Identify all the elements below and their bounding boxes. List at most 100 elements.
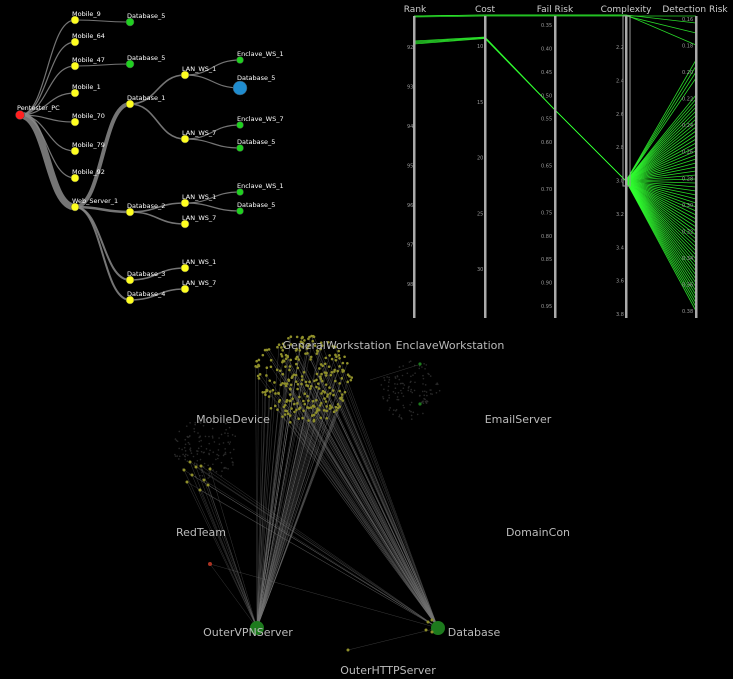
workstation-node[interactable] [341,361,345,365]
workstation-node[interactable] [309,406,313,409]
workstation-node[interactable] [279,352,283,356]
mobile-node[interactable] [206,483,210,487]
workstation-node[interactable] [312,418,316,422]
workstation-node[interactable] [294,357,298,360]
workstation-node[interactable] [321,379,324,383]
tree-node-leaf[interactable] [236,56,244,64]
mobile-node[interactable] [194,465,198,469]
workstation-node[interactable] [296,387,299,391]
workstation-node[interactable] [338,365,341,368]
workstation-node[interactable] [274,404,277,408]
workstation-node[interactable] [284,357,288,361]
workstation-node[interactable] [320,372,323,376]
workstation-node[interactable] [281,359,285,363]
tree-node-left[interactable] [70,146,80,156]
workstation-node[interactable] [265,389,268,393]
workstation-node[interactable] [269,358,273,362]
workstation-node[interactable] [295,408,298,412]
workstation-node[interactable] [301,416,304,420]
workstation-node[interactable] [271,388,275,392]
mobile-node[interactable] [182,468,186,472]
workstation-node[interactable] [336,403,340,406]
workstation-node[interactable] [280,354,284,358]
workstation-node[interactable] [325,409,329,413]
tree-node-lan[interactable] [180,198,190,208]
workstation-node[interactable] [315,352,319,355]
workstation-node[interactable] [319,341,323,345]
workstation-node[interactable] [336,369,340,373]
workstation-node[interactable] [304,380,308,384]
workstation-node[interactable] [316,407,319,410]
workstation-node[interactable] [333,368,337,372]
workstation-node[interactable] [319,347,322,351]
workstation-node[interactable] [297,417,301,421]
workstation-node[interactable] [323,397,326,400]
workstation-node[interactable] [315,378,318,382]
workstation-node[interactable] [281,342,285,346]
workstation-node[interactable] [319,363,323,366]
workstation-node[interactable] [338,356,341,360]
workstation-node[interactable] [305,384,308,387]
mobile-node[interactable] [202,478,206,482]
workstation-node[interactable] [261,353,265,357]
workstation-node[interactable] [296,366,300,370]
workstation-node[interactable] [289,335,293,339]
workstation-node[interactable] [268,379,272,382]
workstation-node[interactable] [324,356,328,360]
database-node[interactable] [424,628,428,632]
workstation-node[interactable] [336,406,340,410]
workstation-node[interactable] [329,373,333,377]
workstation-node[interactable] [280,346,283,349]
tree-node-left[interactable] [70,88,80,98]
workstation-node[interactable] [283,413,287,416]
workstation-node[interactable] [288,368,291,372]
tree-node-lan[interactable] [180,284,190,294]
mobile-node[interactable] [198,488,202,492]
workstation-node[interactable] [350,376,354,379]
workstation-node[interactable] [269,406,273,410]
http-node[interactable] [346,648,350,652]
workstation-node[interactable] [258,373,262,376]
workstation-node[interactable] [296,402,299,405]
workstation-node[interactable] [298,395,301,399]
workstation-node[interactable] [289,393,292,396]
workstation-node[interactable] [291,397,294,400]
workstation-node[interactable] [289,383,293,387]
workstation-node[interactable] [329,392,332,395]
workstation-node[interactable] [346,373,350,376]
mobile-node[interactable] [190,473,194,477]
workstation-node[interactable] [300,341,304,344]
workstation-node[interactable] [340,377,344,380]
workstation-node[interactable] [337,349,340,353]
workstation-node[interactable] [315,372,319,376]
tree-node-left[interactable] [70,173,80,183]
workstation-node[interactable] [290,407,293,410]
workstation-node[interactable] [328,354,331,357]
workstation-node[interactable] [317,387,321,390]
database-node[interactable] [430,630,434,634]
tree-node-highlighted[interactable] [232,80,248,96]
workstation-node[interactable] [319,377,323,381]
workstation-node[interactable] [268,390,272,393]
workstation-node[interactable] [292,402,296,406]
workstation-node[interactable] [307,419,310,422]
workstation-node[interactable] [303,402,307,406]
enclave-node[interactable] [418,402,422,406]
tree-node-database[interactable] [125,275,135,285]
workstation-node[interactable] [319,416,323,420]
workstation-node[interactable] [265,374,268,377]
workstation-node[interactable] [263,348,267,352]
workstation-node[interactable] [275,368,279,372]
workstation-node[interactable] [302,409,305,413]
workstation-node[interactable] [307,343,311,346]
workstation-node[interactable] [288,420,292,424]
tree-node-leaf[interactable] [236,207,244,215]
workstation-node[interactable] [286,355,290,359]
workstation-node[interactable] [326,393,330,396]
workstation-node[interactable] [323,371,327,374]
workstation-node[interactable] [320,392,323,395]
mobile-node[interactable] [185,480,189,484]
workstation-node[interactable] [337,354,341,357]
workstation-node[interactable] [333,379,337,383]
workstation-node[interactable] [340,393,344,396]
